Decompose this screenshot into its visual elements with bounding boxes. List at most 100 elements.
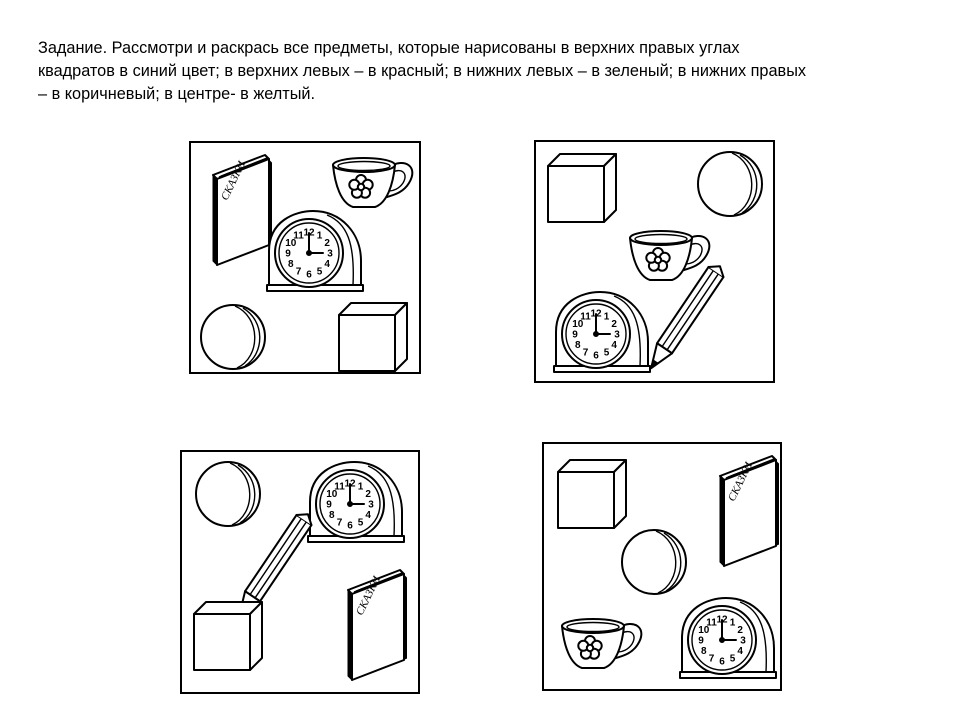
clock-number: 9 [572, 330, 578, 341]
clock-number: 3 [368, 500, 374, 511]
ball-circle [621, 529, 687, 595]
ball-stripe [663, 532, 682, 592]
clock-number: 8 [701, 646, 707, 657]
flower-icon [645, 247, 671, 272]
cup-icon [561, 618, 643, 669]
clock-number: 3 [740, 636, 746, 647]
ball-stripe [237, 464, 256, 524]
clock-base [553, 365, 651, 373]
cube-icon [193, 601, 263, 671]
panel-4: СКАЗКИ 121234567891011 [542, 442, 782, 691]
clock-number: 2 [611, 319, 617, 330]
book-front-cover [351, 573, 405, 681]
clock-number: 11 [334, 481, 345, 492]
cup-rim [629, 230, 693, 246]
clock-number: 2 [365, 489, 371, 500]
cup-tea [566, 621, 620, 633]
clock-number: 5 [317, 267, 323, 278]
clock-number: 11 [293, 230, 304, 241]
cube-front-face [557, 471, 615, 529]
ball-circle [697, 151, 763, 217]
ball-stripe [242, 307, 261, 367]
task-line-2: квадратов в синий цвет; в верхних левых … [38, 62, 807, 80]
ball-icon [200, 304, 266, 370]
clock-number: 4 [737, 646, 743, 657]
pencil-icon [650, 265, 725, 370]
clock-number: 11 [706, 617, 717, 628]
clock-number: 10 [572, 319, 584, 330]
ball-circle [195, 461, 261, 527]
clock-number: 1 [604, 311, 610, 322]
book-icon: СКАЗКИ [719, 455, 779, 568]
ball-stripe [731, 152, 753, 216]
clock-icon: 121234567891011 [266, 210, 364, 292]
cube-side-face [249, 601, 263, 671]
book-icon: СКАЗКИ [347, 569, 407, 682]
cup-rim [561, 618, 625, 634]
clock-number: 1 [730, 617, 736, 628]
ball-stripe [739, 154, 758, 214]
cube-front-face [193, 613, 251, 671]
clock-number: 7 [583, 348, 589, 359]
clock-number: 6 [306, 270, 312, 281]
pencil-body [650, 265, 725, 370]
task-line-1: Задание. Рассмотри и раскрась все предме… [38, 39, 740, 57]
clock-number: 7 [337, 518, 343, 529]
cube-side-face [613, 459, 627, 529]
clock-number: 10 [326, 489, 338, 500]
clock-number: 5 [604, 348, 610, 359]
cube-icon [557, 459, 627, 529]
clock-number: 6 [719, 657, 725, 668]
ball-stripe [229, 462, 251, 526]
ball-stripe [655, 530, 677, 594]
cup-rim [332, 157, 396, 173]
clock-number: 4 [324, 259, 330, 270]
clock-base [679, 671, 777, 679]
ball-icon [621, 529, 687, 595]
clock-icon: 121234567891011 [307, 461, 405, 543]
clock-icon: 121234567891011 [679, 597, 777, 679]
clock-number: 3 [614, 330, 620, 341]
clock-number: 9 [326, 500, 332, 511]
clock-icon: 121234567891011 [553, 291, 651, 373]
clock-number: 5 [358, 518, 364, 529]
cube-side-face [603, 153, 617, 223]
cube-front-face [338, 314, 396, 372]
clock-number: 8 [329, 510, 335, 521]
clock-number: 6 [593, 351, 599, 362]
clock-number: 8 [575, 340, 581, 351]
cup-tea [337, 160, 391, 172]
clock-number: 1 [317, 230, 323, 241]
cube-icon [547, 153, 617, 223]
cup-icon [629, 230, 711, 281]
task-instructions: Задание. Рассмотри и раскрась все предме… [38, 37, 938, 106]
flower-icon [577, 635, 603, 660]
book-icon: СКАЗКИ [212, 154, 272, 267]
clock-number: 2 [324, 238, 330, 249]
cube-side-face [394, 302, 408, 372]
clock-number: 9 [285, 249, 291, 260]
ball-stripe [234, 305, 256, 369]
clock-number: 5 [730, 654, 736, 665]
clock-number: 4 [611, 340, 617, 351]
clock-number: 4 [365, 510, 371, 521]
ball-icon [195, 461, 261, 527]
clock-number: 9 [698, 636, 704, 647]
clock-number: 11 [580, 311, 591, 322]
clock-base [266, 284, 364, 292]
clock-number: 3 [327, 249, 333, 260]
ball-icon [697, 151, 763, 217]
ball-circle [200, 304, 266, 370]
clock-number: 10 [285, 238, 297, 249]
panel-3: 121234567891011 СКАЗКИ [180, 450, 420, 694]
flower-icon [348, 174, 374, 199]
clock-number: 2 [737, 625, 743, 636]
cube-icon [338, 302, 408, 372]
clock-number: 1 [358, 481, 364, 492]
clock-number: 10 [698, 625, 710, 636]
book-front-cover [723, 459, 777, 567]
clock-number: 7 [709, 654, 715, 665]
panel-1: СКАЗКИ 121234567891011 [189, 141, 421, 374]
clock-base [307, 535, 405, 543]
panel-2: 121234567891011 [534, 140, 775, 383]
